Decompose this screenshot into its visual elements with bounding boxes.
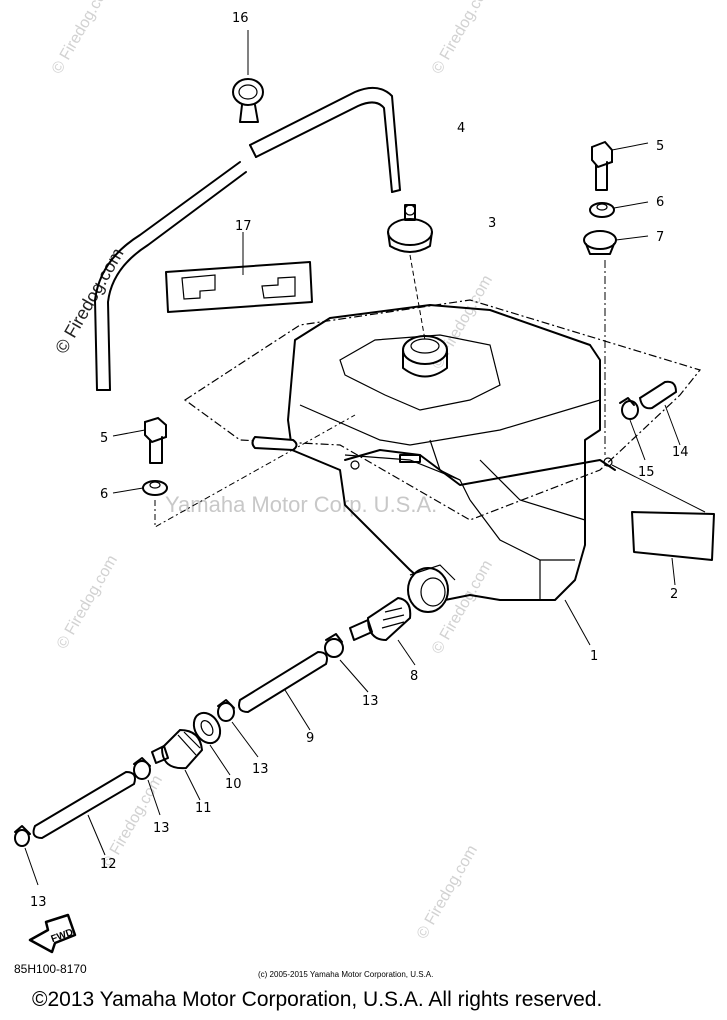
watermarks: © Firedog.com © Firedog.com © Firedog.co… [49,0,496,942]
callout-12: 12 [100,857,117,872]
callout-13: 13 [252,762,269,777]
hose-clamp-13 [14,825,39,886]
callout-16: 16 [232,11,249,26]
callout-3: 3 [488,216,496,231]
callout-1: 1 [590,649,598,664]
watermark-firedog: © Firedog.com [49,0,116,77]
decal-17 [165,232,313,313]
callout-6: 6 [100,487,108,502]
callout-13: 13 [153,821,170,836]
hose-clamp-16 [232,30,264,123]
watermark-firedog: © Firedog.com [429,0,496,77]
breather-hose [94,86,401,391]
watermark-firedog: © Firedog.com [414,842,481,942]
damper-pad-2 [611,464,715,586]
bolt-5-top [591,140,649,191]
washer-10 [192,711,231,776]
callout-8: 8 [410,669,418,684]
hose-clamp-13 [324,633,369,693]
forward-arrow: FWD [28,913,77,954]
footer-copyright: ©2013 Yamaha Motor Corporation, U.S.A. A… [32,988,603,1011]
callout-13: 13 [362,694,379,709]
callout-labels: 1 2 3 4 5 5 6 6 7 8 9 10 11 12 13 13 13 … [30,11,689,910]
callout-15: 15 [638,465,655,480]
fuel-cap [387,204,433,341]
fwd-arrow-label: FWD [50,927,75,945]
leader-1 [564,599,591,646]
callout-11: 11 [195,801,212,816]
callout-10: 10 [225,777,242,792]
fuel-hose-12 [32,770,136,856]
small-copyright: (c) 2005-2015 Yamaha Motor Corporation, … [258,970,434,979]
callout-7: 7 [656,230,664,245]
fuel-tank [287,304,616,613]
callout-5: 5 [100,431,108,446]
fuel-hose-9 [238,650,328,731]
fuel-cock-11 [151,728,204,801]
vent-hose-14 [638,380,681,446]
callout-6: 6 [656,195,664,210]
callout-13: 13 [30,895,47,910]
watermark-firedog: © Firedog.com [51,245,127,357]
fuel-filter-8 [349,596,416,666]
vent-hose-short [251,435,421,463]
grommet-7 [583,230,649,455]
washer-6-left [112,414,356,528]
watermark-yamaha: Yamaha Motor Corp. U.S.A. [165,492,437,517]
clamp-15 [619,397,646,461]
callout-4: 4 [457,121,465,136]
washer-6-top [589,201,649,218]
callout-5: 5 [656,139,664,154]
callout-9: 9 [306,731,314,746]
watermark-firedog: © Firedog.com [54,552,121,652]
hose-clamp-13 [133,757,161,816]
hose-clamp-13 [217,699,259,758]
bolt-5-left [112,416,167,464]
diagram-part-number: 85H100-8170 [14,962,87,976]
callout-17: 17 [235,219,252,234]
callout-2: 2 [670,587,678,602]
callout-14: 14 [672,445,689,460]
